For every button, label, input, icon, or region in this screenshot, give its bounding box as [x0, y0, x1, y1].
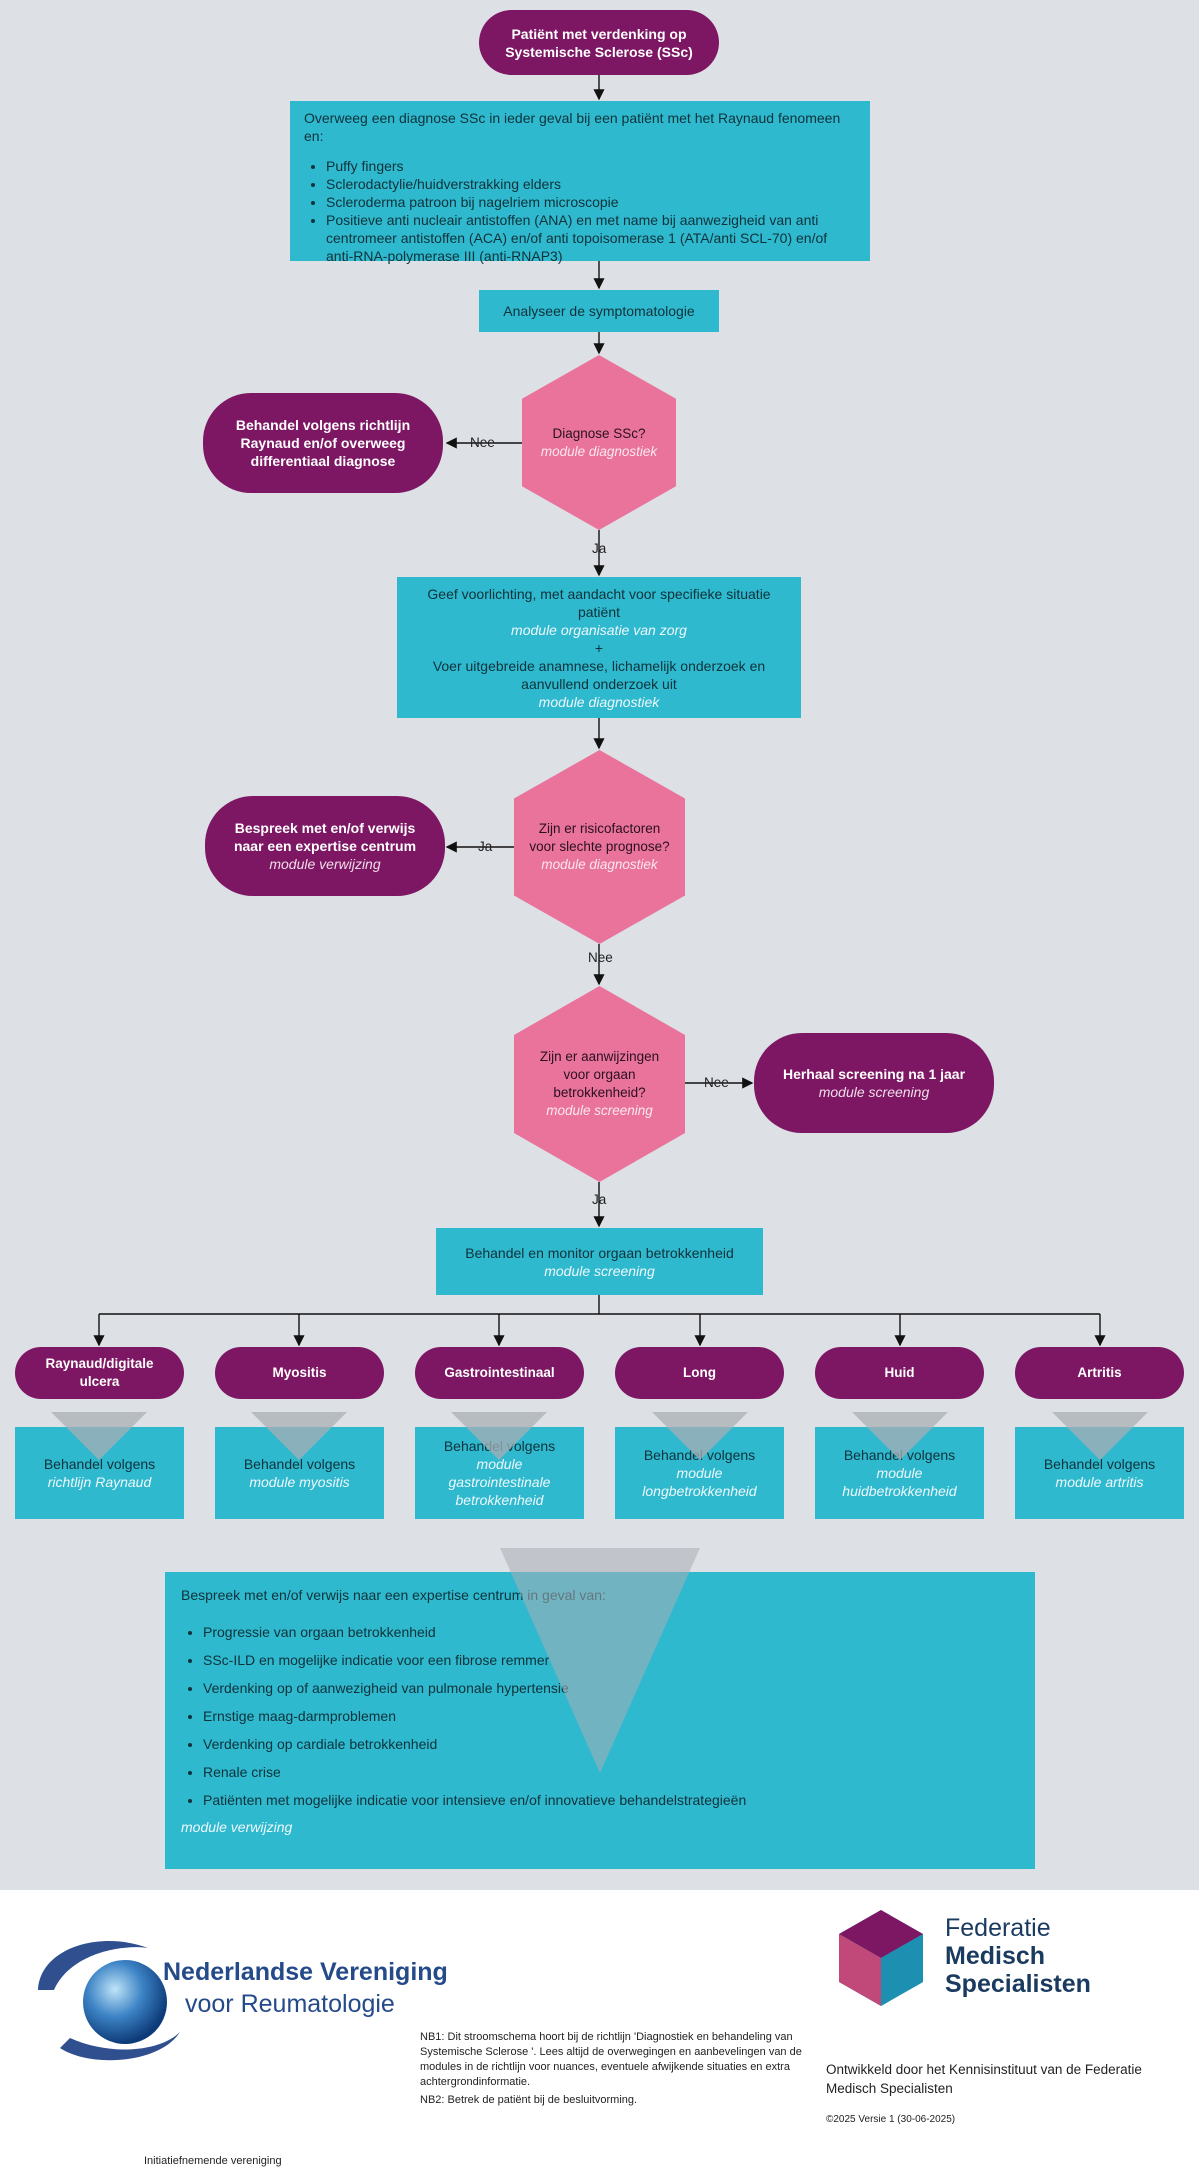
organ-treat-artritis: Behandel volgens module artritis [1015, 1427, 1184, 1519]
organ-name: Gastrointestinaal [444, 1365, 555, 1380]
organ-pill-myositis: Myositis [215, 1347, 384, 1399]
analyse-text: Analyseer de symptomatologie [503, 303, 695, 319]
fms-line3: Specialisten [945, 1970, 1091, 1998]
organ-name: Myositis [272, 1365, 327, 1380]
consider-item: Positieve anti nucleair antistoffen (ANA… [326, 211, 856, 265]
fms-logo: Federatie Medisch Specialisten [835, 1908, 1155, 2008]
decision-risk-title: Zijn er risicofactoren voor slechte prog… [529, 821, 670, 854]
triangle-arrow [852, 1412, 948, 1460]
organ-treat-module: module huidbetrokkenheid [842, 1465, 957, 1499]
decision-organ-module: module screening [546, 1103, 653, 1118]
developed-by: Ontwikkeld door het Kennisinstituut van … [826, 2062, 1142, 2096]
final-module: module verwijzing [181, 1819, 293, 1835]
decision-diagnose-module: module diagnostiek [540, 443, 658, 459]
label-ja-2: Ja [478, 839, 493, 854]
organ-name: Artritis [1077, 1365, 1122, 1380]
nvr-name-line2: voor Reumatologie [185, 1990, 395, 2018]
connectors [93, 75, 1106, 1347]
organ-treat-text: Behandel volgens [243, 1456, 356, 1472]
organ-pill-huid: Huid [815, 1347, 984, 1399]
organ-name: Long [683, 1365, 716, 1380]
expert-outcome-title: Bespreek met en/of verwijs naar een expe… [233, 820, 417, 854]
label-ja-1: Ja [592, 541, 607, 556]
organ-treat-text: Behandel volgens [1043, 1456, 1156, 1472]
label-ja-3: Ja [592, 1192, 607, 1207]
fms-line2: Medisch [945, 1942, 1046, 1970]
consider-item: Scleroderma patroon bij nagelriem micros… [326, 193, 856, 211]
repeat-outcome-module: module screening [818, 1084, 930, 1100]
final-item: Renale crise [203, 1758, 746, 1786]
final-list: Progressie van orgaan betrokkenheid SSc-… [181, 1618, 746, 1814]
consider-item: Puffy fingers [326, 157, 856, 175]
treat-title: Behandel en monitor orgaan betrokkenheid [465, 1244, 734, 1261]
nvr-name-line1: Nederlandse Vereniging [163, 1958, 448, 1986]
consider-list: Puffy fingers Sclerodactylie/huidverstra… [304, 157, 856, 265]
organ-pill-long: Long [615, 1347, 784, 1399]
nvr-globe-icon [38, 1941, 180, 2061]
decision-risk-module: module diagnostiek [541, 857, 658, 872]
treat-box: Behandel en monitor orgaan betrokkenheid… [436, 1228, 763, 1295]
decision-diagnose: Diagnose SSc? module diagnostiek [522, 355, 676, 530]
final-item: Verdenking op of aanwezigheid van pulmon… [203, 1674, 746, 1702]
consider-intro: Overweeg een diagnose SSc in ieder geval… [304, 110, 841, 144]
start-node: Patiënt met verdenking op Systemische Sc… [479, 10, 719, 75]
triangle-arrow [251, 1412, 347, 1460]
nb1-note: NB1: Dit stroomschema hoort bij de richt… [420, 2031, 802, 2088]
final-item: Patiënten met mogelijke indicatie voor i… [203, 1786, 746, 1814]
consider-item: Sclerodactylie/huidverstrakking elders [326, 175, 856, 193]
expert-outcome: Bespreek met en/of verwijs naar een expe… [205, 796, 445, 896]
organ-treat-module: richtlijn Raynaud [47, 1474, 152, 1490]
repeat-outcome: Herhaal screening na 1 jaar module scree… [754, 1033, 994, 1133]
final-item: Progressie van orgaan betrokkenheid [203, 1618, 746, 1646]
organ-pill-raynaud: Raynaud/digitale ulcera [15, 1347, 184, 1399]
organ-treat-module: module longbetrokkenheid [642, 1465, 757, 1499]
version-label: ©2025 Versie 1 (30-06-2025) [826, 2114, 956, 2125]
treat-module: module screening [544, 1262, 655, 1279]
triangle-arrow [451, 1412, 547, 1460]
organ-pill-gastro: Gastrointestinaal [415, 1347, 584, 1399]
final-item: SSc-ILD en mogelijke indicatie voor een … [203, 1646, 746, 1674]
label-nee-2: Nee [588, 950, 613, 965]
fms-hexagon-icon [839, 1910, 923, 2006]
flowchart-canvas: Patiënt met verdenking op Systemische Sc… [0, 0, 1199, 1890]
info-box: Geef voorlichting, met aandacht voor spe… [397, 577, 801, 718]
organ-pill-artritis: Artritis [1015, 1347, 1184, 1399]
expert-outcome-module: module verwijzing [269, 856, 381, 872]
organ-treat-text: Behandel volgens [43, 1456, 156, 1472]
analyse-box: Analyseer de symptomatologie [479, 290, 719, 332]
final-triangle [500, 1548, 700, 1773]
info-module2: module diagnostiek [538, 693, 660, 710]
final-item: Ernstige maag-darmproblemen [203, 1702, 746, 1730]
final-item: Verdenking op cardiale betrokkenheid [203, 1730, 746, 1758]
organ-treat-module: module gastrointestinale betrokkenheid [448, 1456, 551, 1508]
fms-line1: Federatie [945, 1914, 1051, 1942]
info-module1: module organisatie van zorg [511, 621, 687, 638]
raynaud-outcome-text: Behandel volgens richtlijn Raynaud en/of… [235, 417, 411, 469]
final-intro: Bespreek met en/of verwijs naar een expe… [181, 1587, 606, 1603]
nvr-logo: Nederlandse Vereniging voor Reumatologie [30, 1928, 448, 2068]
label-nee-3: Nee [704, 1075, 729, 1090]
label-nee-1: Nee [470, 435, 495, 450]
organ-name: Raynaud/digitale ulcera [45, 1356, 154, 1389]
start-text: Patiënt met verdenking op Systemische Sc… [505, 25, 693, 60]
decision-diagnose-title: Diagnose SSc? [552, 425, 646, 441]
decision-organ-title: Zijn er aanwijzingen voor orgaan betrokk… [539, 1049, 660, 1100]
triangle-arrow [51, 1412, 147, 1460]
raynaud-outcome: Behandel volgens richtlijn Raynaud en/of… [203, 393, 443, 493]
info-line1: Geef voorlichting, met aandacht voor spe… [427, 585, 771, 620]
organ-treat-module: module artritis [1055, 1474, 1144, 1490]
organ-treat-module: module myositis [249, 1474, 350, 1490]
initiator-label: Initiatiefnemende vereniging [144, 2155, 282, 2167]
triangle-arrow [1052, 1412, 1148, 1460]
nb2-note: NB2: Betrek de patiënt bij de besluitvor… [420, 2094, 638, 2106]
triangle-arrow [652, 1412, 748, 1460]
organ-name: Huid [884, 1365, 915, 1380]
info-line2: Voer uitgebreide anamnese, lichamelijk o… [432, 657, 766, 692]
repeat-outcome-title: Herhaal screening na 1 jaar [782, 1066, 966, 1082]
info-plus: + [594, 639, 604, 656]
consider-box: Overweeg een diagnose SSc in ieder geval… [290, 101, 870, 264]
